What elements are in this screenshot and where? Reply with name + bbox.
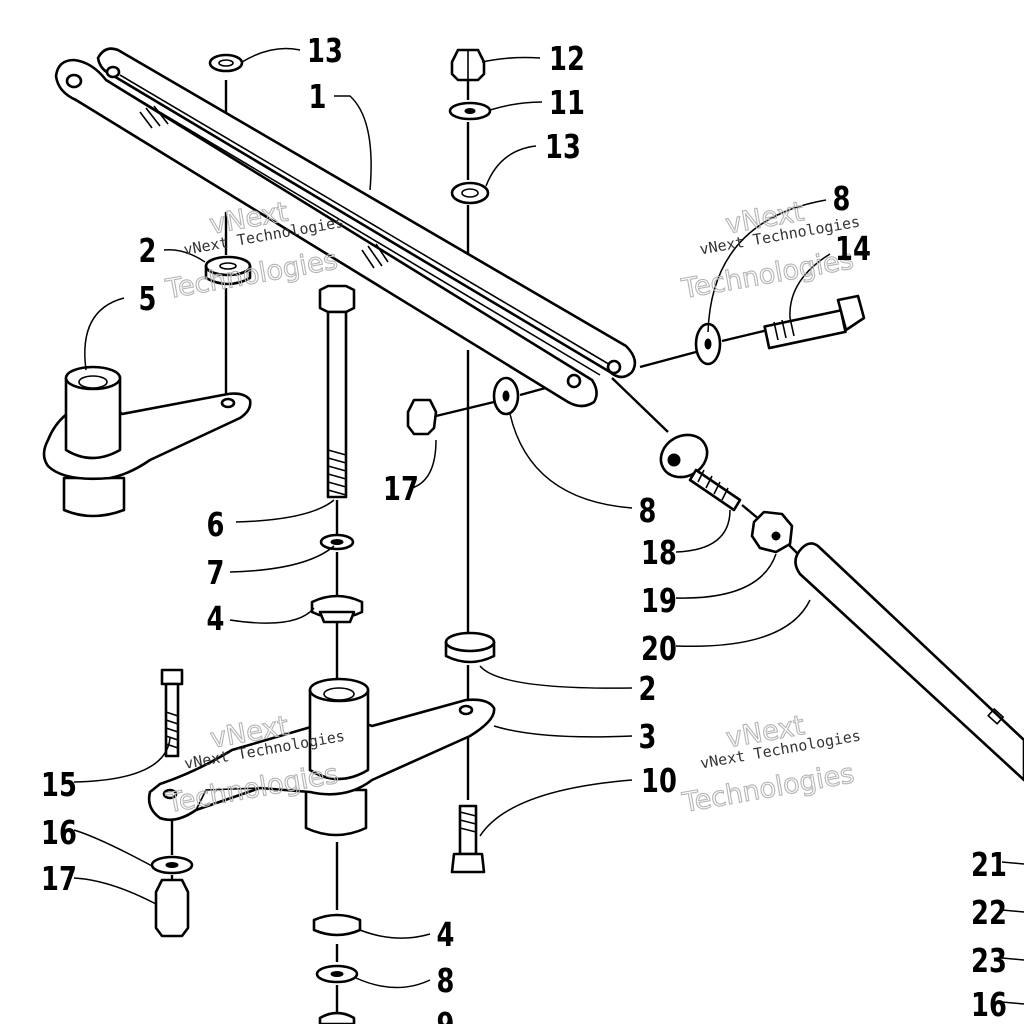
callout-16-left: 16 <box>41 814 77 852</box>
callout-3: 3 <box>639 718 657 756</box>
flange-nut-4-upper <box>310 594 364 624</box>
callout-15: 15 <box>41 766 77 804</box>
callout-14: 14 <box>835 230 871 268</box>
callout-leaders <box>73 47 1024 1005</box>
jam-nut-19 <box>750 510 794 554</box>
bushing-2-upper <box>204 255 252 286</box>
washer-8-left <box>492 376 520 416</box>
short-bolt <box>160 668 184 758</box>
washer-8-bottom <box>315 964 359 984</box>
callout-8-bottom: 8 <box>437 962 455 1000</box>
idler-arm-upper <box>42 365 252 518</box>
washer-11 <box>448 101 492 121</box>
drag-link-arm <box>54 47 637 408</box>
watermark-4: vNext Technologies vNext Technologies <box>679 710 862 820</box>
callout-16-right: 16 <box>971 986 1007 1024</box>
callout-2-top: 2 <box>139 232 157 270</box>
callout-11: 11 <box>549 84 585 122</box>
callout-1: 1 <box>309 78 327 116</box>
hex-nut-12 <box>450 48 486 82</box>
rod-end <box>659 433 742 512</box>
callout-23: 23 <box>971 942 1007 980</box>
shoulder-bolt <box>450 804 486 874</box>
callout-19: 19 <box>641 582 677 620</box>
callout-2-lower: 2 <box>639 670 657 708</box>
callout-9: 9 <box>437 1006 455 1024</box>
flange-nut-4-lower <box>312 913 362 937</box>
callout-4-lower: 4 <box>437 916 455 954</box>
tie-rod-tube <box>794 542 1024 782</box>
callout-18: 18 <box>641 534 677 572</box>
callout-22: 22 <box>971 894 1007 932</box>
callout-numbers: 13 1 12 11 13 8 14 2 5 17 8 6 7 4 18 19 … <box>41 32 1007 1024</box>
washer-13-lower <box>450 181 490 205</box>
callout-12: 12 <box>549 40 585 78</box>
callout-21: 21 <box>971 846 1007 884</box>
callout-10: 10 <box>641 762 677 800</box>
callout-17-lower: 17 <box>41 860 77 898</box>
washer-13-upper <box>208 53 244 73</box>
callout-5: 5 <box>139 280 157 318</box>
callout-7: 7 <box>207 554 225 592</box>
callout-13-mid: 13 <box>545 128 581 166</box>
washer-16 <box>150 855 194 875</box>
callout-4-upper: 4 <box>207 600 225 638</box>
idler-arm-lower <box>147 677 496 837</box>
callout-17-upper: 17 <box>383 470 419 508</box>
callout-13-top: 13 <box>307 32 343 70</box>
callout-8-mid: 8 <box>639 492 657 530</box>
lock-nut-17-lower <box>154 878 190 938</box>
bushing-2-lower <box>444 631 496 664</box>
callout-8-top: 8 <box>833 180 851 218</box>
lock-nut-17-upper <box>406 398 438 436</box>
bolt-14 <box>763 294 866 350</box>
long-bolt <box>318 284 356 499</box>
callout-6: 6 <box>207 506 225 544</box>
callout-20: 20 <box>641 630 677 668</box>
part-9-partial <box>318 1011 356 1024</box>
washer-7 <box>319 533 355 551</box>
